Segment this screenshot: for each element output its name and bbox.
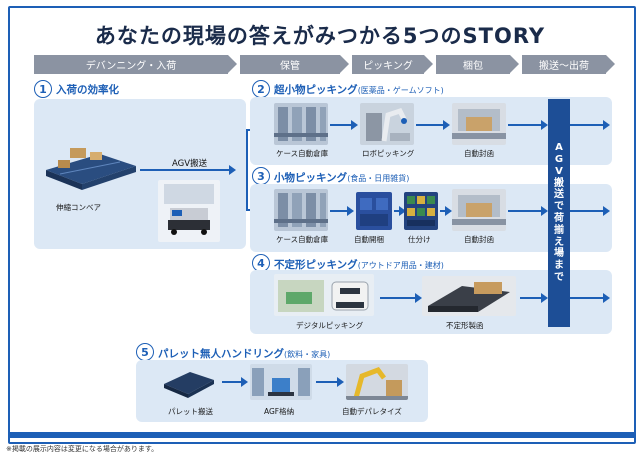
conveyor-caption: 伸縮コンベア (56, 203, 101, 212)
auto-sealing-caption-3: 自動封函 (464, 235, 494, 244)
agv-photo (158, 180, 220, 242)
sorting-caption: 仕分け (408, 235, 431, 244)
stage-picking: ピッキング (352, 55, 433, 74)
irregular-boxmaking-caption: 不定形製函 (446, 321, 484, 330)
arrow-story3-1 (330, 206, 354, 216)
arrow-story2-1 (330, 120, 358, 130)
arrow-story4-to-agv (520, 293, 548, 303)
arrow-story5-1 (222, 377, 248, 387)
story2-number: 2 (252, 80, 270, 98)
bottom-accent-bar (8, 432, 636, 438)
story1-title: 入荷の効率化 (56, 84, 119, 96)
auto-depalletize-caption: 自動デパレタイズ (342, 407, 402, 416)
irregular-boxmaking-photo (422, 276, 516, 316)
agv-transport-label: AGV搬送 (172, 159, 208, 169)
conveyor-photo (40, 140, 140, 196)
case-storage-photo-3 (274, 189, 328, 231)
stage-packing: 梱包 (436, 55, 519, 74)
pallet-transport-photo (160, 364, 218, 400)
story3-number: 3 (252, 167, 270, 185)
story4-title: 不定形ピッキング(アウトドア用品・建材) (274, 259, 444, 271)
robo-picking-photo (360, 103, 414, 145)
digital-picking-photo (274, 274, 374, 316)
stage-devanning: デバンニング・入荷 (34, 55, 237, 74)
auto-sealing-caption-2: 自動封函 (464, 149, 494, 158)
auto-unpacking-photo (356, 192, 392, 230)
auto-depalletize-photo (346, 364, 408, 400)
footnote: ※掲載の展示内容は変更になる場合があります。 (6, 445, 159, 453)
arrow-story2-2 (416, 120, 450, 130)
arrow-story3-out (570, 206, 610, 216)
stage-shipping: 搬送～出荷 (522, 55, 615, 74)
arrow-story2-to-agv (508, 120, 548, 130)
story3-title: 小物ピッキング(食品・日用雑貨) (274, 172, 410, 184)
story1-number: 1 (34, 80, 52, 98)
arrow-conveyor-to-agv (140, 165, 236, 175)
story5-number: 5 (136, 343, 154, 361)
branch-vertical-line (246, 129, 248, 209)
case-storage-caption-2: ケース自動倉庫 (276, 149, 329, 158)
arrow-story4-out (570, 293, 610, 303)
case-storage-photo-2 (274, 103, 328, 145)
agf-storage-photo (250, 364, 312, 400)
robo-picking-caption: ロボピッキング (362, 149, 415, 158)
auto-unpacking-caption: 自動開梱 (354, 235, 384, 244)
auto-sealing-photo-3 (452, 189, 506, 231)
arrow-story3-to-agv (508, 206, 548, 216)
pallet-transport-caption: パレット搬送 (168, 407, 213, 416)
page-title: あなたの現場の答えがみつかる5つのSTORY (94, 24, 546, 48)
arrow-story2-out (570, 120, 610, 130)
arrow-story3-3 (440, 206, 452, 216)
arrow-story5-2 (316, 377, 344, 387)
auto-sealing-photo-2 (452, 103, 506, 145)
stage-storage: 保管 (240, 55, 349, 74)
arrow-story3-2 (394, 206, 406, 216)
story2-title: 超小物ピッキング(医薬品・ゲームソフト) (274, 84, 444, 96)
story5-title: パレット無人ハンドリング(飲料・家具) (158, 348, 331, 360)
agf-storage-caption: AGF格納 (264, 407, 295, 416)
arrow-story4-1 (380, 293, 422, 303)
sorting-photo (404, 192, 438, 230)
case-storage-caption-3: ケース自動倉庫 (276, 235, 329, 244)
digital-picking-caption: デジタルピッキング (296, 321, 364, 330)
